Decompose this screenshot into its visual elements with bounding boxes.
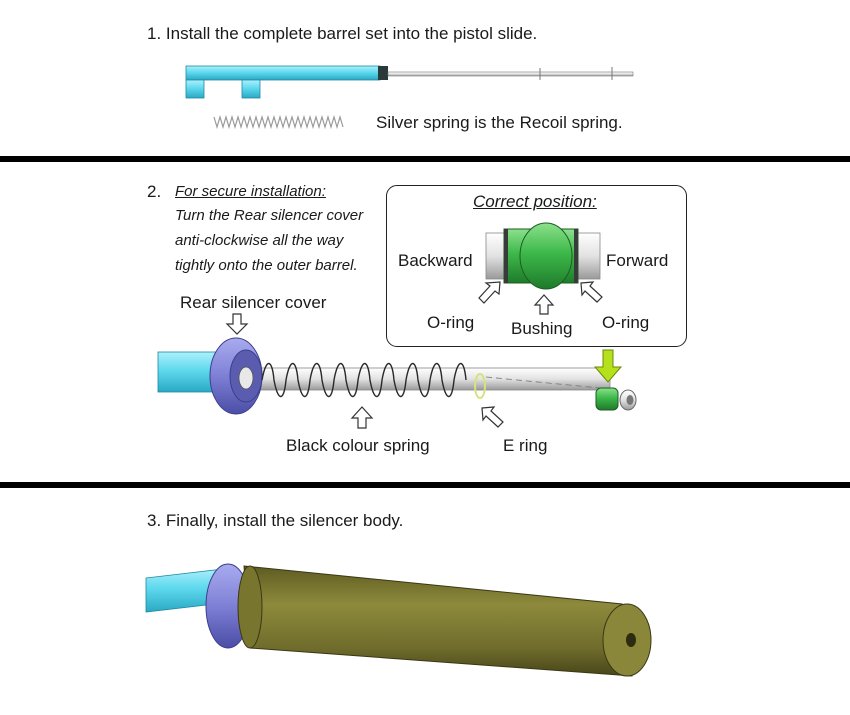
backward-label: Backward — [398, 251, 473, 270]
section-divider — [0, 156, 850, 162]
step-3-text: 3. Finally, install the silencer body. — [147, 511, 404, 530]
step-2-heading: For secure installation: — [175, 183, 326, 200]
silencer-body-illustration — [145, 563, 652, 677]
arrow-down-icon — [225, 313, 249, 335]
barrel-assembly-illustration — [157, 337, 637, 415]
arrow-up-left-icon — [580, 281, 603, 303]
step-2-line: anti-clockwise all the way — [175, 232, 344, 249]
arrow-down-icon — [593, 349, 623, 383]
e-ring-label: E ring — [503, 436, 548, 455]
arrow-up-icon — [350, 406, 374, 429]
rear-silencer-cover-label: Rear silencer cover — [180, 293, 327, 312]
silver-spring-icon — [213, 114, 344, 130]
arrow-up-left-icon — [481, 406, 504, 428]
bushing-diagram — [485, 222, 601, 290]
black-spring-icon — [261, 362, 467, 398]
bushing-label: Bushing — [511, 319, 573, 338]
step-2-number: 2. — [147, 182, 162, 201]
e-ring-icon — [474, 373, 486, 399]
forward-label: Forward — [606, 251, 669, 270]
step-1-text: 1. Install the complete barrel set into … — [147, 24, 538, 43]
barrel-set-illustration — [185, 65, 634, 99]
o-ring-left-label: O-ring — [427, 313, 475, 332]
o-ring-right-label: O-ring — [602, 313, 650, 332]
arrow-up-icon — [533, 294, 555, 315]
inset-title: Correct position: — [473, 192, 597, 211]
section-divider — [0, 482, 850, 488]
arrow-up-right-icon — [478, 281, 501, 304]
step-2-line: tightly onto the outer barrel. — [175, 257, 358, 274]
step-2-line: Turn the Rear silencer cover — [175, 207, 364, 224]
recoil-spring-note: Silver spring is the Recoil spring. — [376, 113, 623, 132]
black-spring-label: Black colour spring — [286, 436, 430, 455]
